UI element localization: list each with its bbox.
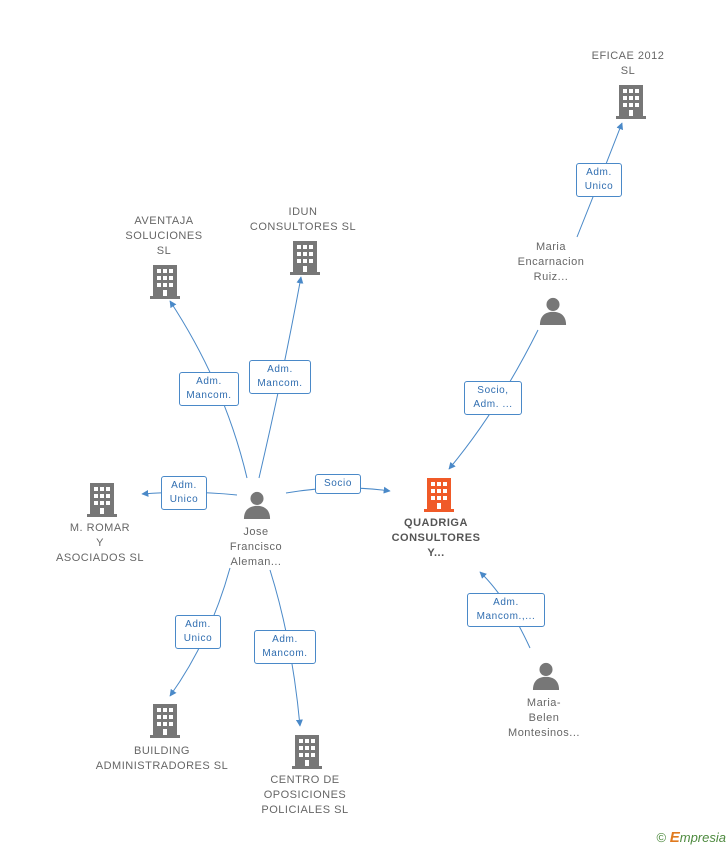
- person-icon[interactable]: [532, 662, 560, 690]
- building-icon[interactable]: [87, 483, 117, 517]
- brand-name: mpresia: [679, 830, 726, 845]
- node-label-centro[interactable]: CENTRO DE OPOSICIONES POLICIALES SL: [261, 774, 349, 816]
- building-icon[interactable]: [292, 735, 322, 769]
- building-icon[interactable]: [290, 241, 320, 275]
- person-icon[interactable]: [243, 491, 271, 519]
- node-label-jose[interactable]: Jose Francisco Aleman...: [229, 526, 283, 568]
- footer-brand[interactable]: © Empresia: [657, 829, 726, 846]
- copyright-icon: ©: [656, 830, 667, 845]
- building-icon[interactable]: [616, 85, 646, 119]
- edge-label-adm-mancom[interactable]: Adm. Mancom.,...: [467, 593, 545, 627]
- building-icon[interactable]: [424, 478, 454, 512]
- edge-label-socio-adm[interactable]: Socio, Adm. ...: [464, 381, 522, 415]
- building-icon[interactable]: [150, 265, 180, 299]
- person-icon[interactable]: [539, 297, 567, 325]
- brand-initial: E: [669, 829, 680, 846]
- node-label-eficae[interactable]: EFICAE 2012 SL: [591, 50, 665, 77]
- node-label-quadriga[interactable]: QUADRIGA CONSULTORES Y...: [391, 517, 481, 559]
- building-icon[interactable]: [150, 704, 180, 738]
- edge-label-socio[interactable]: Socio: [315, 474, 361, 494]
- node-label-romar[interactable]: M. ROMAR Y ASOCIADOS SL: [56, 522, 144, 564]
- node-label-idun[interactable]: IDUN CONSULTORES SL: [249, 206, 357, 233]
- node-label-building[interactable]: BUILDING ADMINISTRADORES SL: [95, 745, 229, 772]
- edge-label-adm-unico[interactable]: Adm. Unico: [161, 476, 207, 510]
- edge-label-adm-unico[interactable]: Adm. Unico: [576, 163, 622, 197]
- edge-label-adm-mancom[interactable]: Adm. Mancom.: [254, 630, 316, 664]
- edge-label-adm-mancom[interactable]: Adm. Mancom.: [179, 372, 239, 406]
- icons-layer: [87, 85, 646, 769]
- edge-label-adm-unico[interactable]: Adm. Unico: [175, 615, 221, 649]
- node-label-maria-belen[interactable]: Maria- Belen Montesinos...: [508, 697, 580, 739]
- node-label-maria-encarnacion[interactable]: Maria Encarnacion Ruiz...: [517, 241, 585, 283]
- node-label-aventaja[interactable]: AVENTAJA SOLUCIONES SL: [125, 215, 203, 257]
- edge-label-adm-mancom[interactable]: Adm. Mancom.: [249, 360, 311, 394]
